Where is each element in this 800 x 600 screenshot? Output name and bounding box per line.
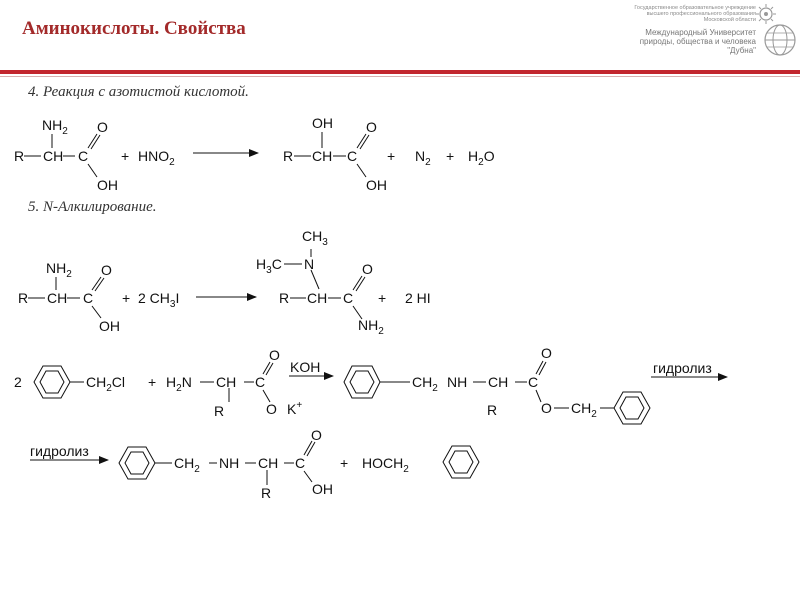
section-label-nitrous-acid: 4. Реакция с азотистой кислотой.	[28, 84, 249, 100]
carbon-atom: C	[255, 374, 265, 390]
nitrogen-molecule: N2	[415, 148, 431, 168]
reaction-benzyl	[33, 360, 728, 425]
carbon-atom: C	[78, 148, 88, 164]
amino-group: NH2	[358, 317, 384, 337]
reaction-5-labels: R CH C NH2 O OH + 2 CH3I CH3 H3C N R CH …	[18, 228, 431, 337]
methyl-group: CH3	[302, 228, 328, 248]
globe-icon	[756, 4, 796, 56]
ch-group: CH	[258, 455, 278, 471]
carbon-atom: C	[347, 148, 357, 164]
reaction-hydrolysis-labels: гидролиз CH2 NH CH C O OH R + HOCH2	[30, 427, 409, 501]
nh-group: NH	[447, 374, 467, 390]
benzyl-chloride-group: CH2Cl	[86, 374, 125, 394]
r-group: R	[261, 485, 271, 501]
r-group: R	[14, 148, 24, 164]
oxygen-atom: O	[366, 119, 377, 135]
hydroxyl-group: OH	[99, 318, 120, 334]
oxygen-atom: O	[362, 261, 373, 277]
plus-sign: +	[378, 290, 386, 306]
carbon-atom: C	[528, 374, 538, 390]
hydrogen-iodide: 2 HI	[405, 290, 431, 306]
benzyl-alcohol-group: HOCH2	[362, 455, 409, 475]
reaction-5	[28, 249, 366, 320]
reaction-4	[24, 132, 370, 178]
plus-sign: +	[387, 148, 395, 164]
amino-group: NH2	[42, 117, 68, 137]
oxygen-atom: O	[97, 119, 108, 135]
reaction-hydrolysis	[30, 440, 480, 485]
methylene-group: CH2	[571, 400, 597, 420]
hydrolysis-label: гидролиз	[30, 443, 89, 459]
ch-group: CH	[47, 290, 67, 306]
ester-oxygen: O	[541, 400, 552, 416]
carbon-atom: C	[83, 290, 93, 306]
oxygen-atom: O	[541, 345, 552, 361]
nitrogen-atom: N	[304, 256, 314, 272]
section-label-n-alkylation: 5. N-Алкилирование.	[28, 199, 157, 215]
page-title: Аминокислоты. Свойства	[22, 18, 246, 39]
oxygen-atom: O	[311, 427, 322, 443]
carbon-atom: C	[295, 455, 305, 471]
plus-sign: +	[340, 455, 348, 471]
nh-group: NH	[219, 455, 239, 471]
oxygen-atom: O	[269, 347, 280, 363]
water-molecule: H2O	[468, 148, 495, 168]
ch-group: CH	[43, 148, 63, 164]
header-divider-thin	[0, 76, 800, 77]
r-group: R	[18, 290, 28, 306]
reaction-4-labels: R CH C NH2 O OH + HNO2 R CH C OH O OH + …	[14, 115, 495, 193]
logo-caption-name: Международный Университет природы, общес…	[639, 28, 756, 55]
methyl-iodide: 2 CH3I	[138, 290, 179, 310]
nitrous-acid: HNO2	[138, 148, 175, 168]
r-group: R	[487, 402, 497, 418]
university-logo: Государственное образовательное учрежден…	[630, 2, 800, 60]
logo-caption-small: Государственное образовательное учрежден…	[634, 5, 756, 23]
r-group: R	[214, 403, 224, 419]
reaction-benzyl-labels: 2 CH2Cl + H2N CH C O R O K+ KOH CH2 NH C…	[14, 345, 712, 420]
ch-group: CH	[307, 290, 327, 306]
coefficient: 2	[14, 374, 22, 390]
r-group: R	[283, 148, 293, 164]
amino-group: H2N	[166, 374, 192, 394]
potassium-ion: K+	[287, 400, 302, 417]
methylene-group: CH2	[174, 455, 200, 475]
hydroxyl-group: OH	[366, 177, 387, 193]
ch-group: CH	[216, 374, 236, 390]
methylene-group: CH2	[412, 374, 438, 394]
methyl-group: H3C	[256, 256, 282, 276]
r-group: R	[279, 290, 289, 306]
plus-sign: +	[122, 290, 130, 306]
hydroxyl-group: OH	[312, 115, 333, 131]
hydroxyl-group: OH	[312, 481, 333, 497]
plus-sign: +	[121, 148, 129, 164]
ch-group: CH	[488, 374, 508, 390]
plus-sign: +	[148, 374, 156, 390]
header-divider	[0, 70, 800, 74]
ch-group: CH	[312, 148, 332, 164]
carbon-atom: C	[343, 290, 353, 306]
plus-sign: +	[446, 148, 454, 164]
amino-group: NH2	[46, 260, 72, 280]
hydroxyl-group: OH	[97, 177, 118, 193]
hydrolysis-label: гидролиз	[653, 360, 712, 376]
carboxylate-oxygen: O	[266, 401, 277, 417]
potassium-hydroxide: KOH	[290, 359, 320, 375]
oxygen-atom: O	[101, 262, 112, 278]
